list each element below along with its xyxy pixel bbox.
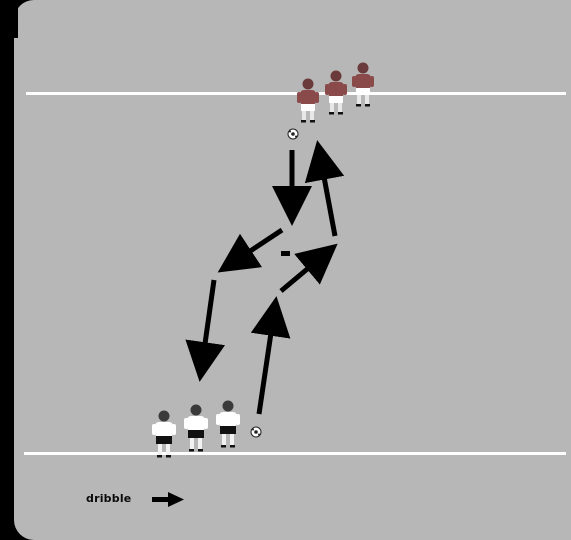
arrow-up-1 <box>259 306 275 414</box>
white-player <box>216 401 240 448</box>
arrow-down-left <box>226 230 282 267</box>
arrow-up-right <box>281 250 330 291</box>
white-team <box>152 401 240 458</box>
white-player <box>184 405 208 452</box>
white-team-ball <box>251 427 261 437</box>
bottom-field-line <box>24 452 566 455</box>
arrow-down-2 <box>201 280 214 372</box>
movement-arrows <box>201 150 335 414</box>
top-field-line <box>26 92 566 95</box>
arrow-right-icon <box>152 492 184 507</box>
red-player <box>352 63 374 107</box>
center-marker <box>281 251 290 256</box>
drill-diagram <box>0 0 571 514</box>
red-team-ball <box>288 129 298 139</box>
white-player <box>152 411 176 458</box>
red-player <box>297 79 319 123</box>
arrow-up-2 <box>319 150 335 236</box>
legend-label: dribble <box>86 492 131 505</box>
red-team <box>297 63 374 123</box>
red-player <box>325 71 347 115</box>
